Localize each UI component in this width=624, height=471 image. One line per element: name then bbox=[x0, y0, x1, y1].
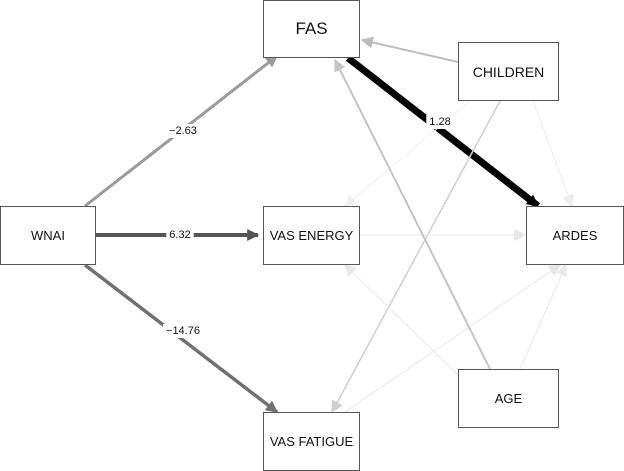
edge-label-wnai-to-vas-energy: 6.32 bbox=[169, 229, 190, 241]
node-ardes: ARDES bbox=[526, 206, 624, 265]
edge-label-bg bbox=[166, 228, 194, 242]
edge-label-bg bbox=[166, 124, 200, 138]
edge-age-to-vas-energy bbox=[344, 264, 459, 376]
node-fas: FAS bbox=[263, 0, 360, 58]
node-children: CHILDREN bbox=[458, 42, 559, 101]
edge-age-to-fas bbox=[334, 58, 491, 370]
edge-label-fas-to-ardes: 1.28 bbox=[429, 116, 450, 128]
node-vas-energy: VAS ENERGY bbox=[263, 206, 360, 265]
edge-label-bg bbox=[163, 324, 203, 338]
node-age: AGE bbox=[458, 369, 559, 428]
edge-wnai-to-vas-fatigue bbox=[83, 263, 279, 414]
edge-age-to-ardes bbox=[519, 263, 568, 370]
edge-fas-to-ardes bbox=[345, 55, 541, 209]
edge-children-to-ardes bbox=[532, 100, 574, 208]
edge-vas-fatigue-to-ardes bbox=[344, 264, 561, 413]
edge-label-bg bbox=[426, 115, 454, 129]
node-vas-fatigue: VAS FATIGUE bbox=[263, 412, 360, 471]
edge-label-wnai-to-vas-fatigue: −14.76 bbox=[166, 325, 200, 337]
edge-children-to-vas-fatigue bbox=[331, 100, 501, 414]
node-wnai: WNAI bbox=[0, 206, 96, 265]
edge-children-to-fas bbox=[360, 36, 459, 63]
edge-label-wnai-to-fas: −2.63 bbox=[169, 125, 197, 137]
